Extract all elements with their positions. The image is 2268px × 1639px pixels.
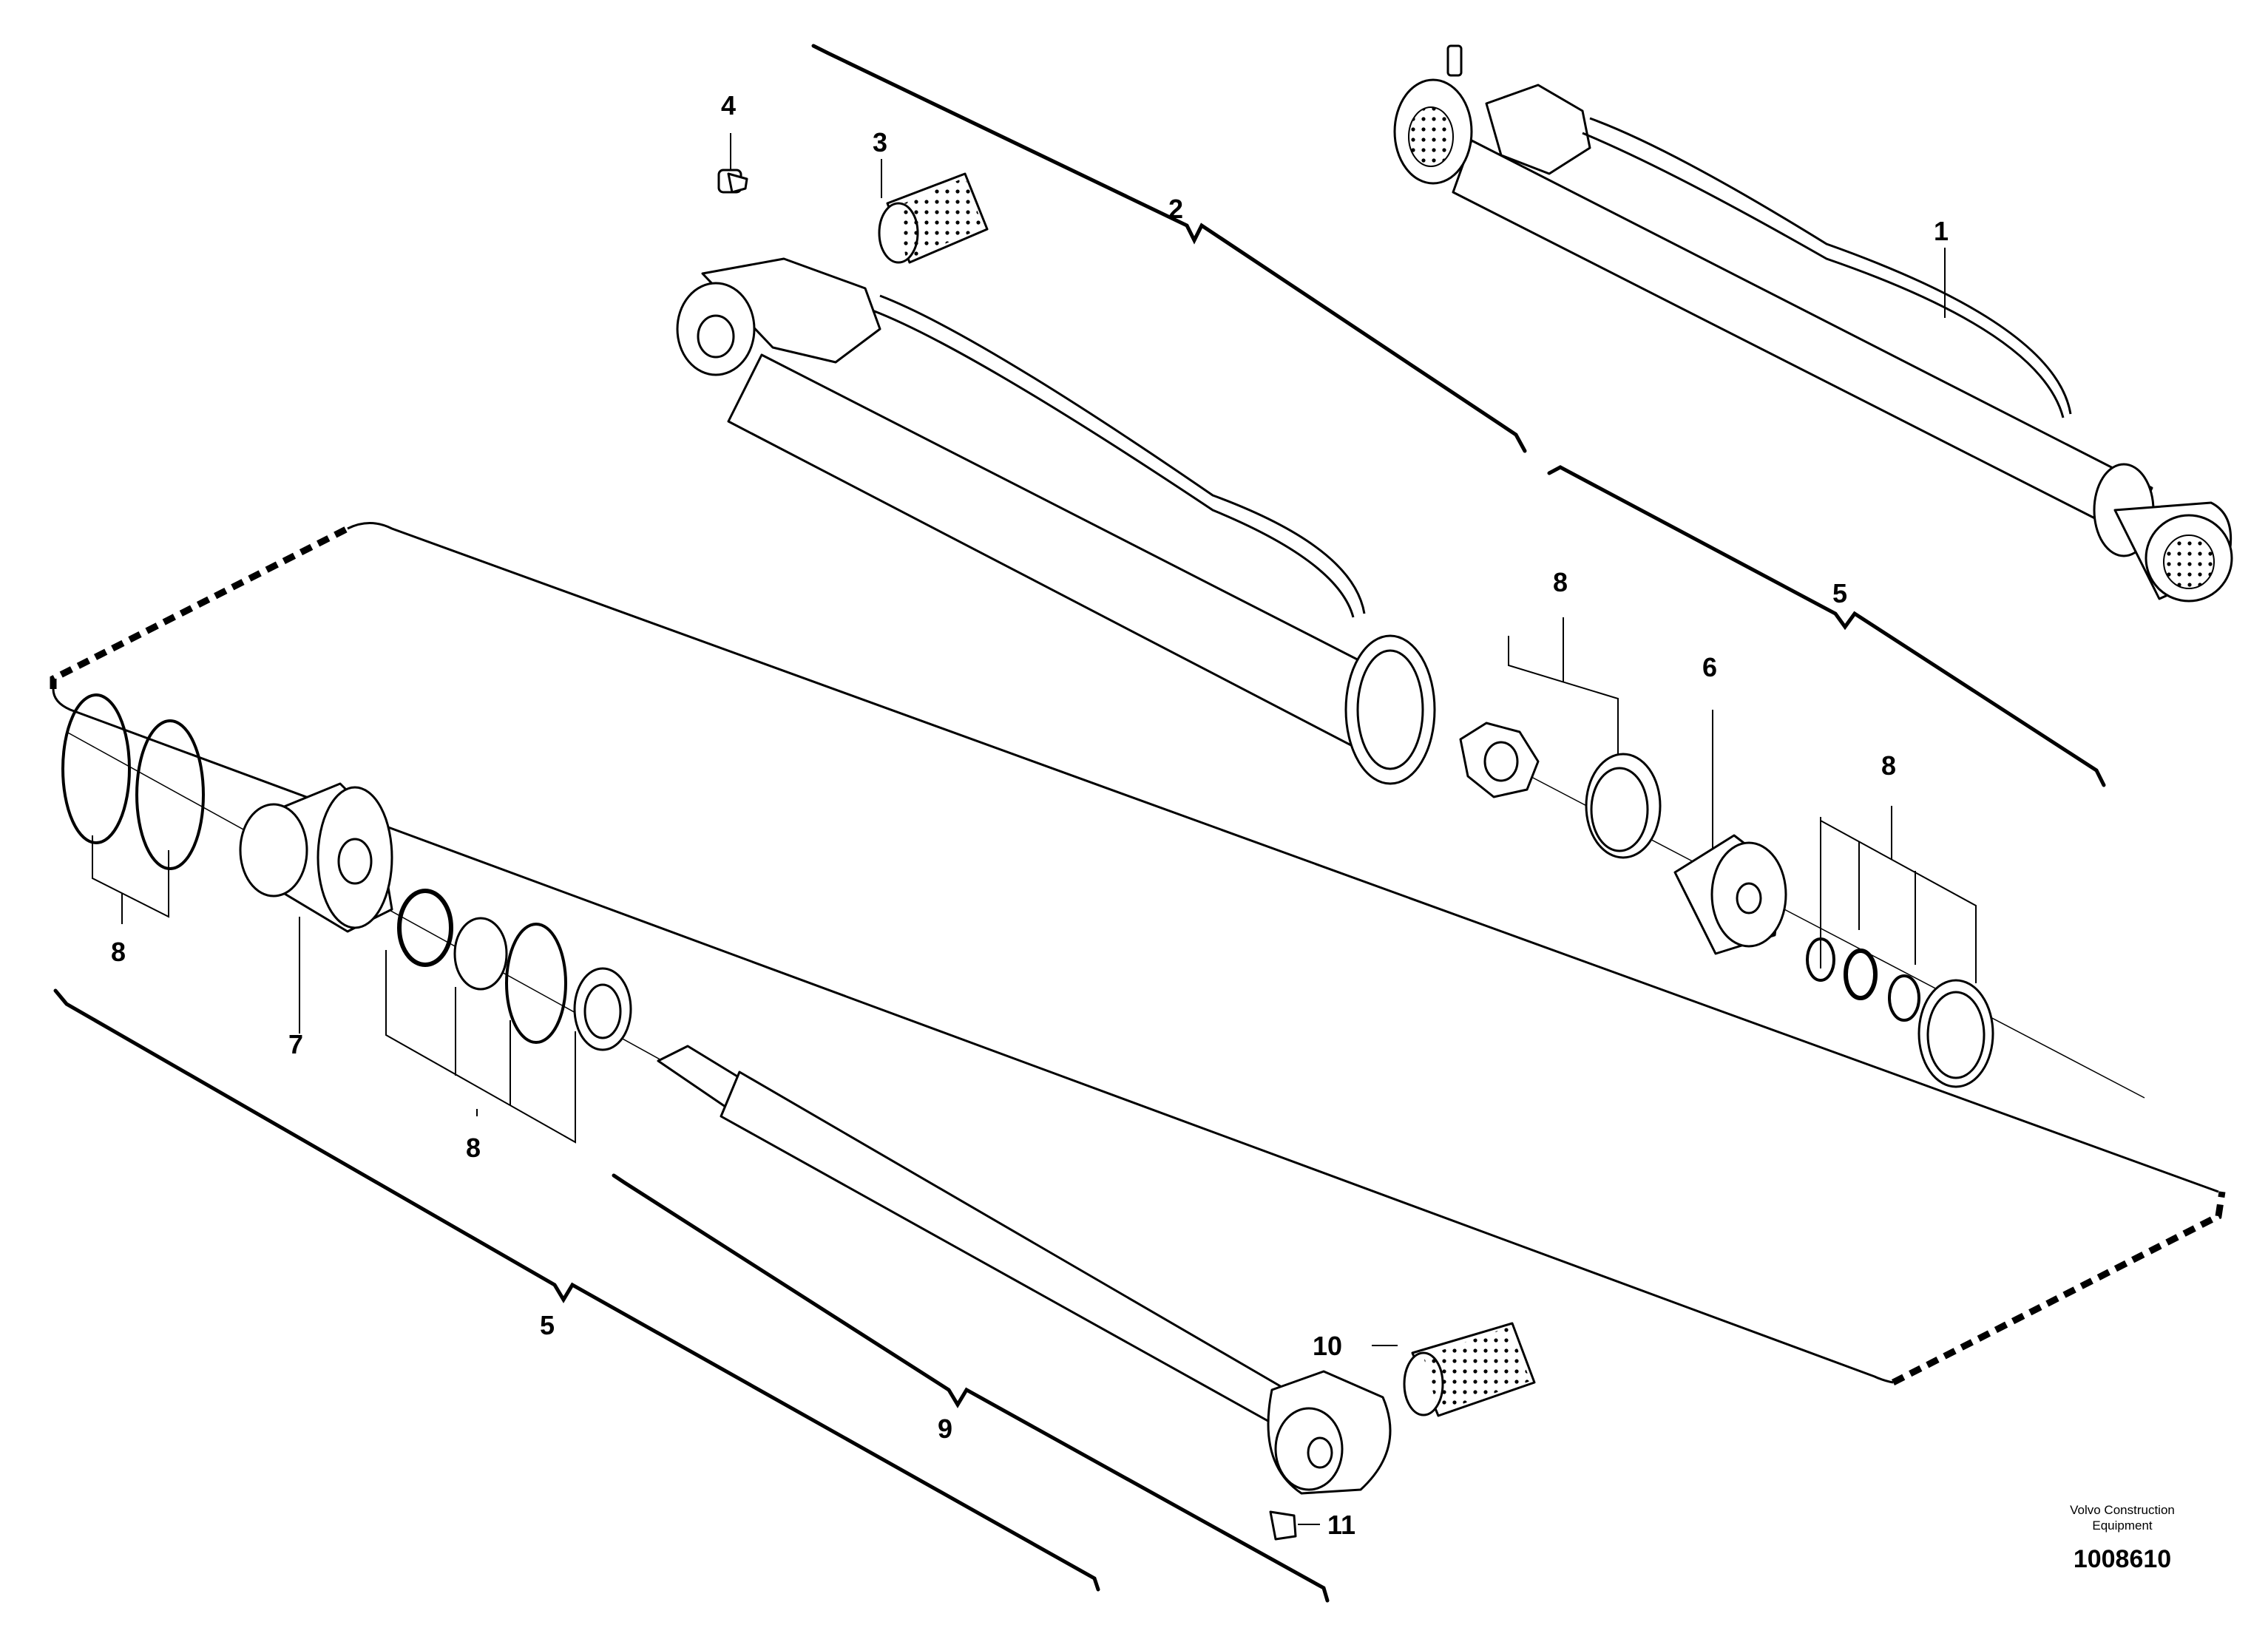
brand-caption: Volvo Construction Equipment [2041, 1502, 2204, 1533]
cylinder-head[interactable] [239, 782, 393, 933]
label-6: 6 [1702, 652, 1717, 682]
o-rings-left[interactable] [61, 693, 205, 870]
piston-seals[interactable] [1806, 937, 1994, 1088]
piston-rod[interactable] [657, 1045, 1392, 1495]
label-5-bottom: 5 [540, 1310, 555, 1340]
grease-nipple-bottom[interactable] [1269, 1510, 1297, 1541]
label-1: 1 [1934, 216, 1949, 246]
label-8-middle: 8 [466, 1133, 481, 1163]
label-3: 3 [873, 127, 887, 157]
piston-ring[interactable] [1585, 753, 1662, 859]
label-9: 9 [938, 1414, 952, 1444]
bushing-top[interactable] [878, 172, 989, 264]
grease-nipple-top[interactable] [717, 169, 748, 194]
assembled-cylinder[interactable] [1393, 44, 2233, 603]
piston[interactable] [1673, 834, 1787, 955]
bushing-bottom[interactable] [1403, 1322, 1536, 1417]
head-seals[interactable] [397, 889, 632, 1051]
brand-line-2: Equipment [2092, 1518, 2153, 1533]
label-2: 2 [1168, 194, 1183, 224]
piston-nut[interactable] [1459, 722, 1540, 798]
cylinder-barrel[interactable] [676, 257, 1436, 785]
label-8-top: 8 [1553, 567, 1568, 597]
part-labels: 1 2 3 4 5 6 8 8 8 7 8 5 9 10 11 [111, 90, 1949, 1540]
bracket-lines [50, 44, 2226, 1603]
brand-line-1: Volvo Construction [2070, 1503, 2175, 1517]
label-8-right: 8 [1881, 750, 1896, 781]
drawing-number: 1008610 [2073, 1545, 2172, 1573]
label-8-left: 8 [111, 937, 126, 967]
label-5-right: 5 [1832, 578, 1847, 608]
label-11: 11 [1327, 1510, 1355, 1540]
label-4: 4 [721, 90, 736, 121]
label-10: 10 [1313, 1331, 1342, 1361]
label-7: 7 [288, 1029, 303, 1059]
